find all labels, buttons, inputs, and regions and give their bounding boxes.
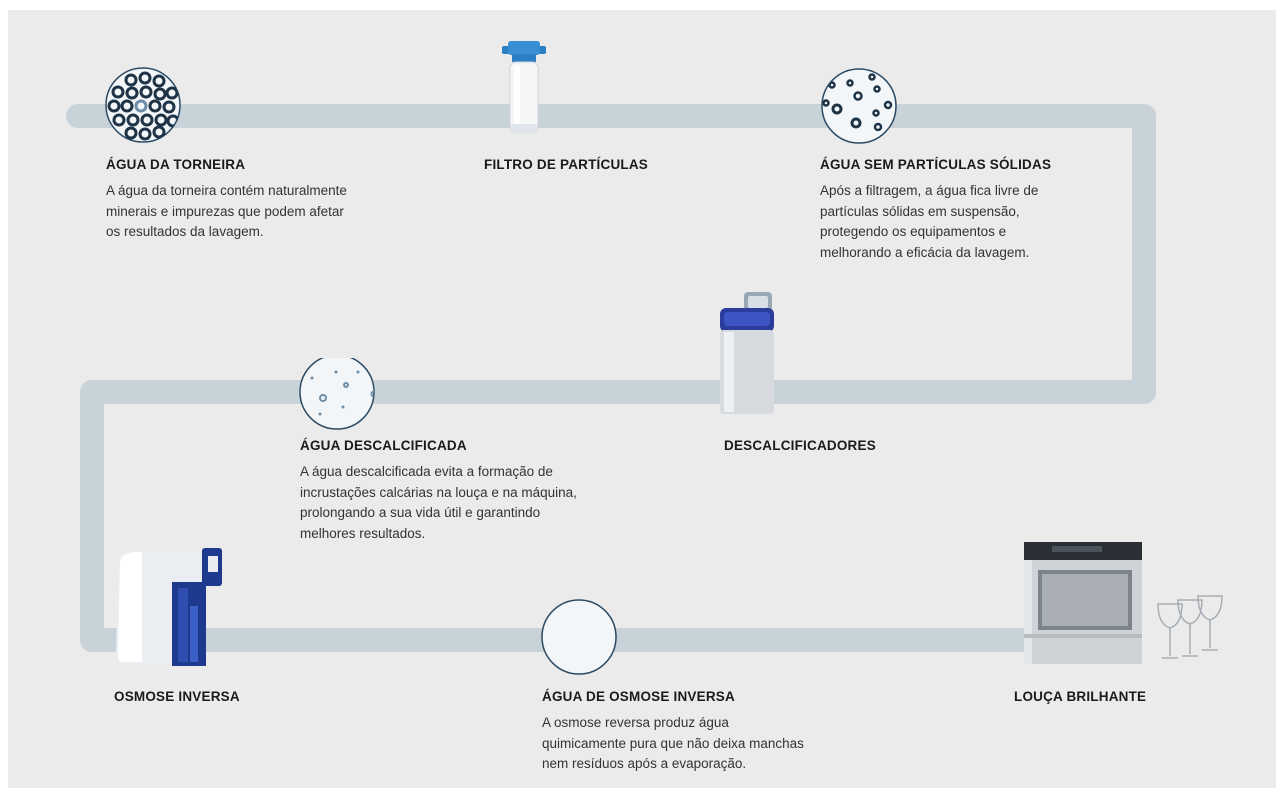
few-particles-icon — [299, 358, 375, 430]
description-line: prolongando a sua vida útil e garantindo — [300, 505, 541, 520]
step-description: A água descalcificada evita a formação d… — [300, 462, 577, 544]
water-softener-icon — [720, 292, 774, 414]
description-line: protegendo os equipamentos e — [820, 224, 1007, 239]
description-line: A água descalcificada evita a formação d… — [300, 464, 553, 479]
particle-filter-icon — [502, 41, 546, 134]
description-line: Após a filtragem, a água fica livre de — [820, 183, 1039, 198]
description-line: incrustações calcárias na louça e na máq… — [300, 484, 577, 500]
description-line: partículas sólidas em suspensão, — [820, 203, 1020, 219]
pure-water-icon — [541, 599, 617, 675]
reverse-osmosis-unit-icon — [116, 548, 222, 666]
step-title: ÁGUA SEM PARTÍCULAS SÓLIDAS — [820, 157, 1052, 172]
dense-particles-icon — [105, 67, 181, 143]
step-title: ÁGUA DE OSMOSE INVERSA — [542, 689, 735, 704]
description-line: nem resíduos após a evaporação. — [542, 756, 747, 771]
step-title: LOUÇA BRILHANTE — [1014, 689, 1147, 704]
description-line: os resultados da lavagem. — [106, 224, 264, 239]
step-title: OSMOSE INVERSA — [114, 689, 240, 704]
description-line: A osmose reversa produz água — [542, 715, 729, 730]
step-title: DESCALCIFICADORES — [724, 438, 876, 453]
dishwasher-glasses-icon — [1024, 542, 1223, 664]
description-line: quimicamente pura que não deixa manchas — [542, 735, 804, 751]
description-line: melhorando a eficácia da lavagem. — [820, 244, 1030, 260]
step-description: A água da torneira contém naturalmente m… — [106, 181, 347, 243]
pipe-path — [66, 104, 1156, 652]
description-line: minerais e impurezas que podem afetar — [106, 203, 344, 219]
step-title: ÁGUA DESCALCIFICADA — [300, 438, 467, 453]
description-line: A água da torneira contém naturalmente — [106, 183, 347, 198]
sparse-particles-icon — [821, 68, 897, 144]
description-line: melhores resultados. — [300, 525, 426, 541]
step-description: A osmose reversa produz água quimicament… — [542, 713, 804, 775]
step-description: Após a filtragem, a água fica livre de p… — [820, 181, 1038, 263]
step-title: FILTRO DE PARTÍCULAS — [484, 157, 648, 172]
step-title: ÁGUA DA TORNEIRA — [106, 157, 246, 172]
